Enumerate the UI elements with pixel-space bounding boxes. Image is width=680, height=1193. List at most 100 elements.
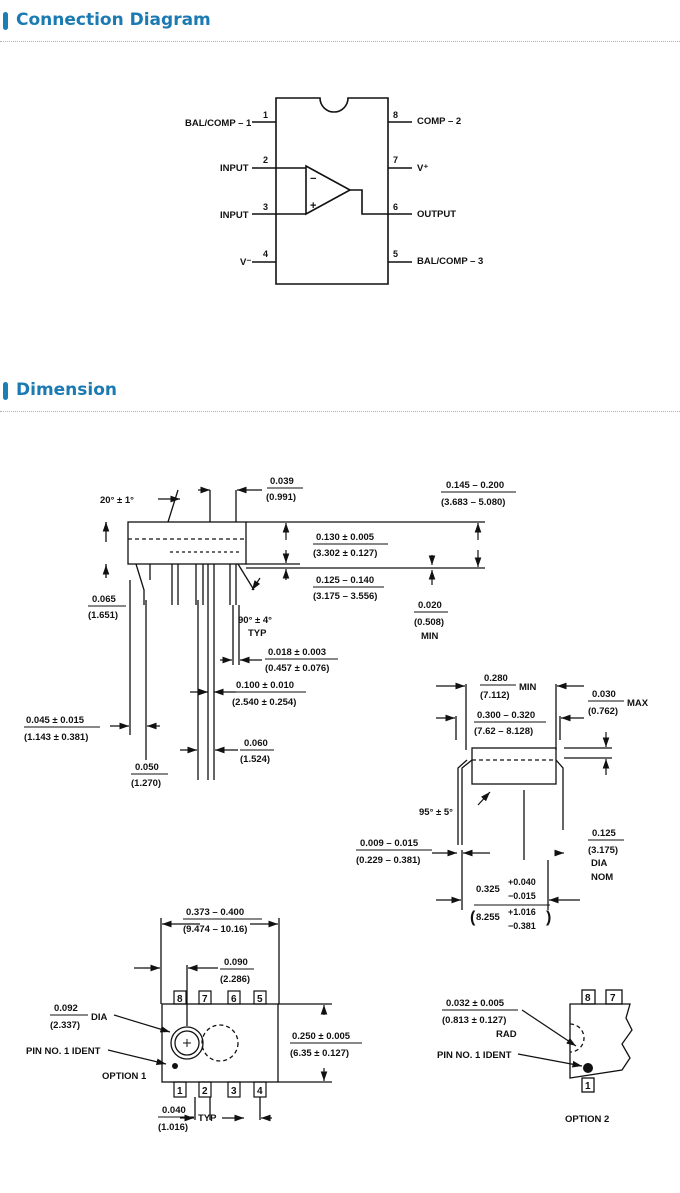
dim-0125-end-mm: (3.175) bbox=[588, 845, 618, 856]
dim-angle-90-typ: TYP bbox=[248, 628, 267, 639]
dim-8255-minus: −0.381 bbox=[508, 921, 536, 931]
dim-0250: 0.250 ± 0.005 bbox=[292, 1031, 351, 1042]
section-bar-icon bbox=[3, 12, 8, 30]
dim-0039-mm: (0.991) bbox=[266, 492, 296, 503]
pin1-ident-circle bbox=[170, 1026, 204, 1060]
pin-number: 5 bbox=[393, 249, 398, 259]
pin1-label: BAL/COMP – 1 bbox=[185, 118, 252, 129]
dim-0125-dia: DIA bbox=[591, 858, 608, 869]
pin-number: 1 bbox=[177, 1086, 183, 1097]
end-body bbox=[471, 747, 557, 785]
dim-0092: 0.092 bbox=[54, 1003, 78, 1014]
opamp-minus-sign: − bbox=[310, 173, 316, 185]
pin-number: 7 bbox=[610, 993, 616, 1004]
dim-angle-20: 20° ± 1° bbox=[100, 495, 134, 506]
dim-0325: 0.325 bbox=[476, 884, 500, 895]
opamp-plus-sign: + bbox=[310, 200, 316, 212]
dim-0050: 0.050 bbox=[135, 762, 159, 773]
dim-0020-mm: (0.508) bbox=[414, 617, 444, 628]
dim-0125-nom: NOM bbox=[591, 872, 613, 883]
lead bbox=[207, 564, 215, 605]
pin-number: 3 bbox=[231, 1086, 237, 1097]
dim-0032: 0.032 ± 0.005 bbox=[446, 998, 505, 1009]
pin7-label: V⁺ bbox=[417, 163, 428, 174]
section-bar-icon bbox=[3, 382, 8, 400]
dim-0145-mm: (3.683 – 5.080) bbox=[441, 497, 505, 508]
dim-0280-mm: (7.112) bbox=[480, 690, 510, 701]
pin-number: 3 bbox=[263, 202, 268, 212]
dim-0325-minus: −0.015 bbox=[508, 891, 536, 901]
divider bbox=[0, 411, 680, 412]
pin6-label: OUTPUT bbox=[417, 209, 456, 220]
dim-0373: 0.373 – 0.400 bbox=[186, 907, 244, 918]
top-pins bbox=[173, 990, 267, 1098]
dim-0280-min: MIN bbox=[519, 682, 537, 693]
dim-8255-plus: +1.016 bbox=[508, 907, 536, 917]
pin-number: 1 bbox=[585, 1081, 591, 1092]
pin-number: 2 bbox=[202, 1086, 208, 1097]
dim-0009-mm: (0.229 – 0.381) bbox=[356, 855, 420, 866]
pin-number: 6 bbox=[393, 202, 398, 212]
dimension-header: Dimension bbox=[0, 370, 680, 412]
dim-0092-mm: (2.337) bbox=[50, 1020, 80, 1031]
dim-0125: 0.125 – 0.140 bbox=[316, 575, 374, 586]
dim-0090: 0.090 bbox=[224, 957, 248, 968]
divider bbox=[0, 41, 680, 42]
pin4-label: V⁻ bbox=[240, 257, 251, 268]
svg-text:(: ( bbox=[470, 909, 476, 926]
dim-0040-mm: (1.016) bbox=[158, 1122, 188, 1133]
lead bbox=[171, 564, 179, 605]
pin-number: 4 bbox=[257, 1086, 263, 1097]
dim-0130: 0.130 ± 0.005 bbox=[316, 532, 375, 543]
pin-number: 8 bbox=[177, 994, 183, 1005]
pin1-ident-label: PIN NO. 1 IDENT bbox=[26, 1046, 101, 1057]
pin-number: 8 bbox=[585, 993, 591, 1004]
dim-8255: 8.255 bbox=[476, 912, 500, 923]
connection-diagram-header: Connection Diagram bbox=[0, 0, 680, 42]
dim-angle-95: 95° ± 5° bbox=[419, 807, 453, 818]
pin-number: 1 bbox=[263, 110, 268, 120]
pin-number: 7 bbox=[202, 994, 208, 1005]
dim-0060: 0.060 bbox=[244, 738, 268, 749]
pin2-label: INPUT bbox=[220, 163, 249, 174]
connection-diagram: − + 1 2 3 4 8 7 6 5 BAL/COMP – 1 INPUT I… bbox=[185, 97, 483, 285]
dim-0018: 0.018 ± 0.003 bbox=[268, 647, 326, 658]
dim-0030-max: MAX bbox=[627, 698, 649, 709]
section-title: Connection Diagram bbox=[16, 10, 211, 30]
dim-0092-dia: DIA bbox=[91, 1012, 108, 1023]
dim-0020-min: MIN bbox=[421, 631, 439, 642]
dim-0250-mm: (6.35 ± 0.127) bbox=[290, 1048, 349, 1059]
pin-number: 7 bbox=[393, 155, 398, 165]
pin-number: 5 bbox=[257, 994, 263, 1005]
svg-text:): ) bbox=[546, 909, 551, 926]
dim-0039: 0.039 bbox=[270, 476, 294, 487]
dim-0130-mm: (3.302 ± 0.127) bbox=[313, 548, 377, 559]
option2-pin1-dot bbox=[583, 1063, 593, 1073]
option1-label: OPTION 1 bbox=[102, 1071, 147, 1082]
dim-0040-typ: TYP bbox=[198, 1113, 217, 1124]
pin-number: 8 bbox=[393, 110, 398, 120]
dim-0030-mm: (0.762) bbox=[588, 706, 618, 717]
dim-0045-mm: (1.143 ± 0.381) bbox=[24, 732, 88, 743]
dim-0280: 0.280 bbox=[484, 673, 508, 684]
dim-0045: 0.045 ± 0.015 bbox=[26, 715, 85, 726]
section-title: Dimension bbox=[16, 380, 118, 400]
dim-0300: 0.300 – 0.320 bbox=[477, 710, 535, 721]
option2-pin1-ident: PIN NO. 1 IDENT bbox=[437, 1050, 512, 1061]
lead bbox=[195, 564, 204, 605]
dim-0325-plus: +0.040 bbox=[508, 877, 536, 887]
dim-0009: 0.009 – 0.015 bbox=[360, 838, 419, 849]
lead bbox=[229, 564, 237, 605]
dim-0032-mm: (0.813 ± 0.127) bbox=[442, 1015, 506, 1026]
side-body bbox=[127, 521, 247, 565]
op-amp-triangle bbox=[305, 164, 352, 216]
dimension-drawing: 20° ± 1° 0.039 (0.991) 0.145 – 0.200 (3.… bbox=[24, 476, 649, 1133]
top-body bbox=[161, 1003, 279, 1083]
dim-angle-90: 90° ± 4° bbox=[238, 615, 272, 626]
dim-0100: 0.100 ± 0.010 bbox=[236, 680, 294, 691]
dim-0040: 0.040 bbox=[162, 1105, 186, 1116]
lead bbox=[135, 563, 145, 605]
end-lead-left bbox=[457, 759, 473, 845]
dim-0030: 0.030 bbox=[592, 689, 616, 700]
dim-0100-mm: (2.540 ± 0.254) bbox=[232, 697, 296, 708]
